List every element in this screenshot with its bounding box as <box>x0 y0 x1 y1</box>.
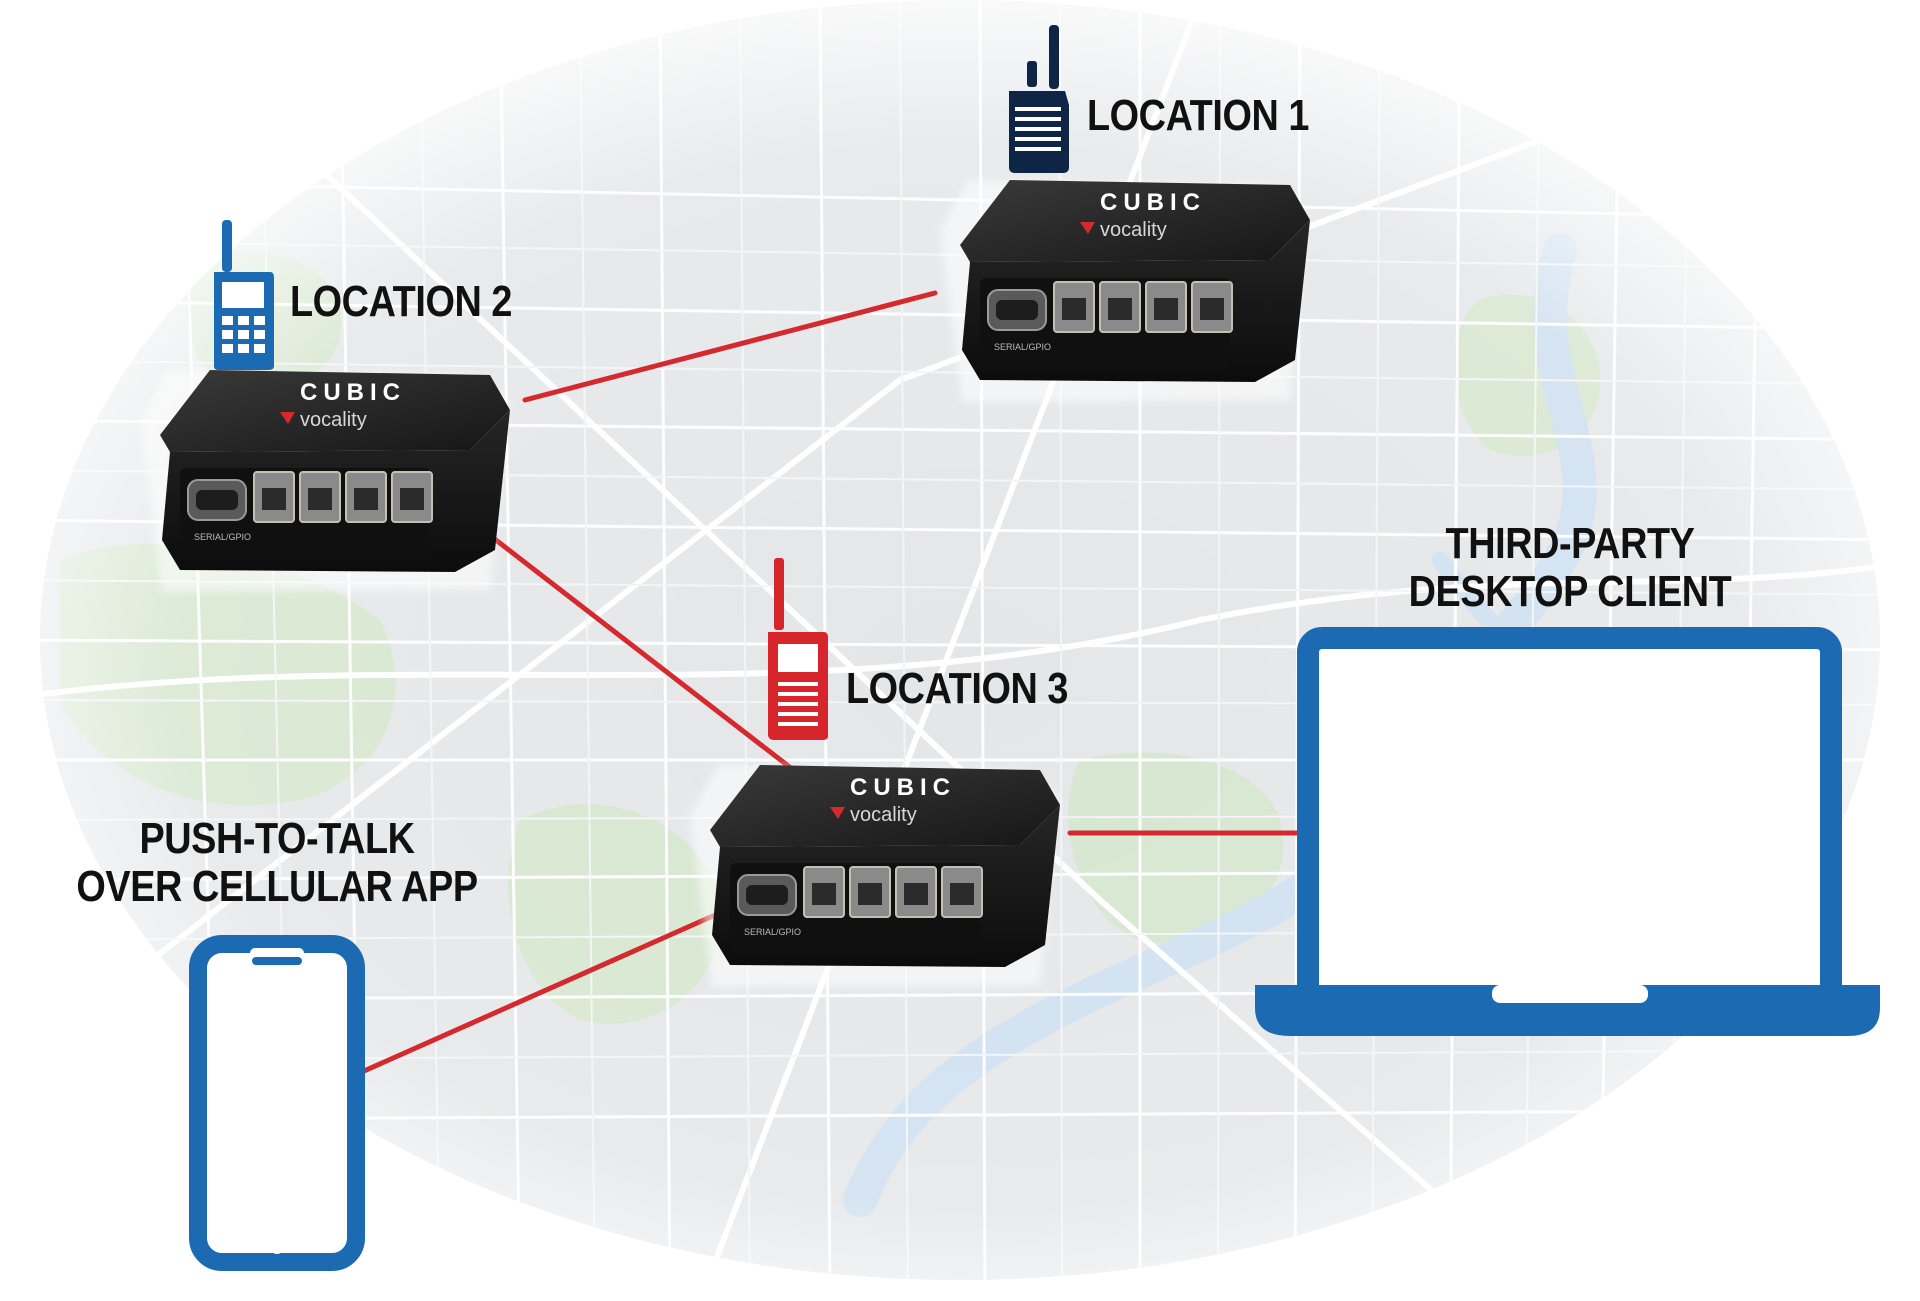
laptop-icon <box>1255 627 1880 1036</box>
ptt-app-label: PUSH-TO-TALK OVER CELLULAR APP <box>75 815 479 911</box>
port-label: SERIAL/GPIO <box>744 927 801 937</box>
desktop-client-label-line-2: DESKTOP CLIENT <box>1408 567 1732 616</box>
radio-icon-location-1 <box>1009 25 1069 173</box>
vocality-logo-mark <box>280 412 295 424</box>
gateway-brand: CUBIC <box>1100 189 1206 216</box>
vocality-logo-mark <box>1080 222 1095 234</box>
gateway-device-location-1: CUBIC vocality SERIAL/GPIO <box>940 180 1310 402</box>
location-1-label: LOCATION 1 <box>1087 91 1310 140</box>
db25-serial-port <box>187 479 247 521</box>
location-3-label: LOCATION 3 <box>846 664 1069 713</box>
radio-icon-location-3 <box>768 558 828 740</box>
ptt-app-label-line-2: OVER CELLULAR APP <box>76 862 478 911</box>
location-2-label: LOCATION 2 <box>290 277 513 326</box>
link-location2-location3 <box>467 517 803 778</box>
gateway-sub-brand: vocality <box>850 804 917 826</box>
gateway-sub-brand: vocality <box>1100 219 1167 241</box>
gateway-device-location-2: CUBIC vocality SERIAL/GPIO <box>140 370 510 592</box>
smartphone-icon <box>189 935 365 1271</box>
gateway-device-location-3: CUBIC vocality SERIAL/GPIO <box>690 765 1060 987</box>
link-location2-location1 <box>522 290 938 403</box>
link-lines <box>352 290 1311 1078</box>
link-location3-phone <box>352 892 763 1078</box>
port-label: SERIAL/GPIO <box>994 342 1051 352</box>
gateway-sub-brand: vocality <box>300 409 367 431</box>
gateway-brand: CUBIC <box>850 774 956 801</box>
vocality-logo-mark <box>830 807 845 819</box>
gateway-brand: CUBIC <box>300 379 406 406</box>
db25-serial-port <box>987 289 1047 331</box>
desktop-client-label: THIRD-PARTY DESKTOP CLIENT <box>1364 520 1777 616</box>
desktop-client-label-line-1: THIRD-PARTY <box>1445 519 1695 568</box>
radio-icon-location-2 <box>214 220 274 370</box>
ptt-app-label-line-1: PUSH-TO-TALK <box>139 814 415 863</box>
db25-serial-port <box>737 874 797 916</box>
port-label: SERIAL/GPIO <box>194 532 251 542</box>
